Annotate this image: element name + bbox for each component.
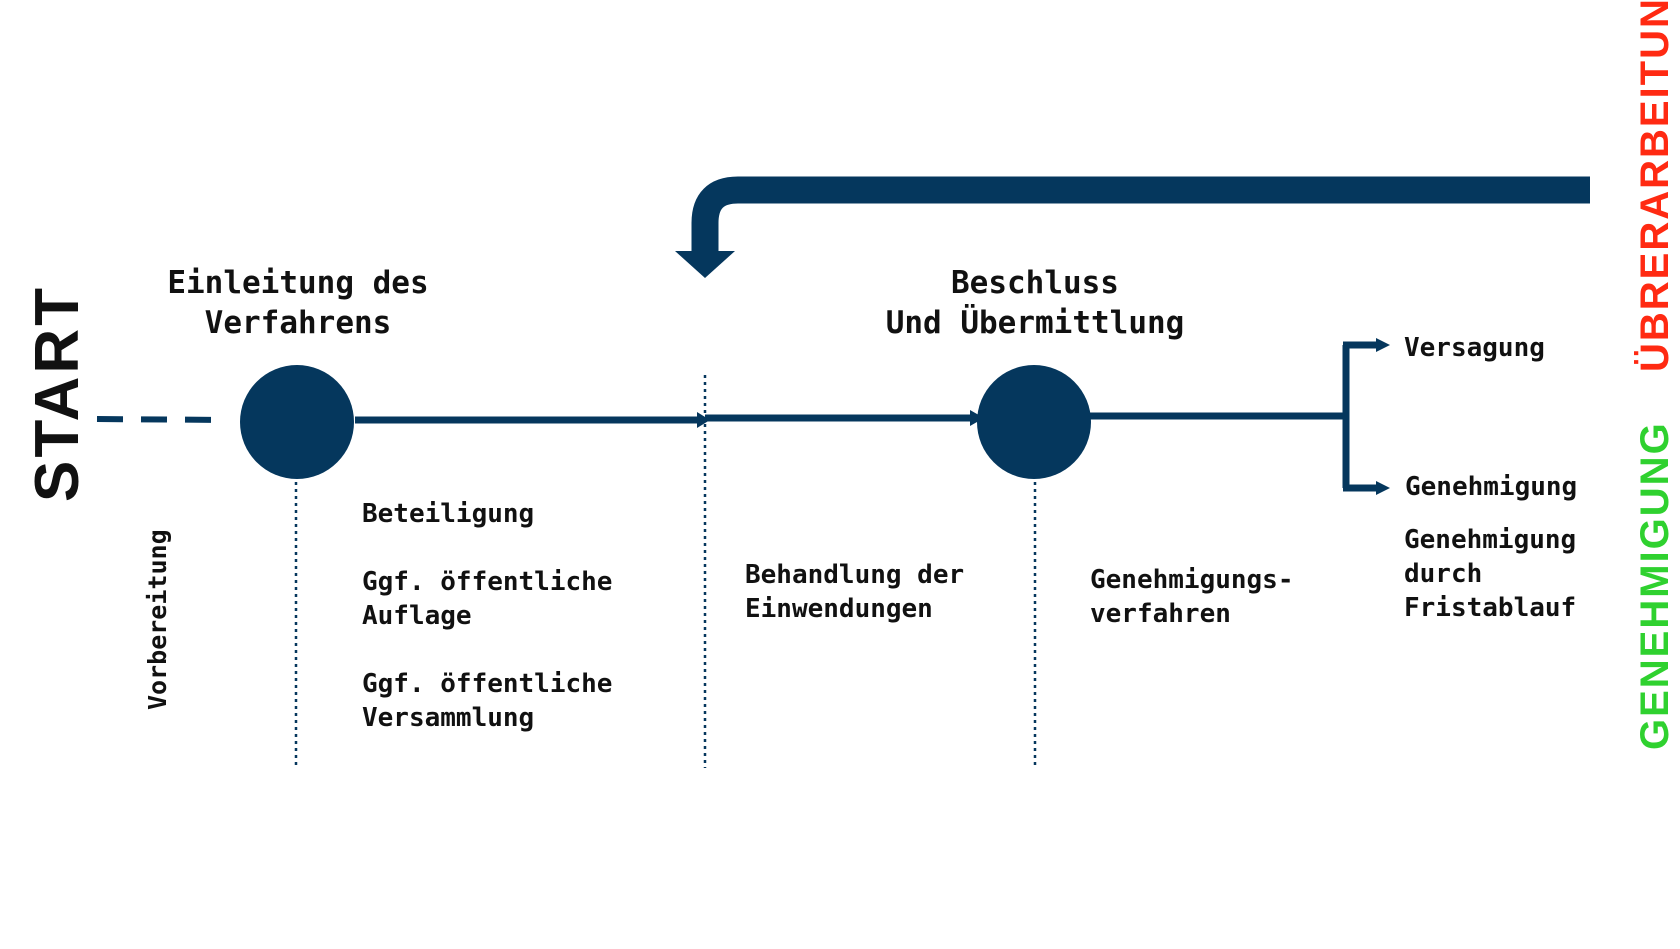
rework-feedback-arrow [691, 176, 1590, 255]
milestone-circle-1 [240, 365, 354, 479]
branch-arrowhead-rejection [1376, 338, 1390, 352]
outcome-branch [1342, 341, 1378, 492]
timeline-arrowhead-2 [970, 410, 984, 426]
phase3-text: Genehmigungs- verfahren [1090, 565, 1294, 629]
phase1-item-public-display: Ggf. öffentliche Auflage [362, 567, 613, 631]
timeline-arrowhead-1 [697, 412, 710, 428]
preparation-dashed-line [96, 416, 227, 423]
start-label: START [23, 284, 92, 502]
side-label-approval: GENEHMIGUNG [1633, 421, 1677, 750]
outcome-deadline-approval: Genehmigung durch Fristablauf [1404, 525, 1577, 623]
outcome-approval: Genehmigung [1405, 472, 1578, 502]
stage-title-initiation: Einleitung des Verfahrens [167, 265, 429, 341]
preparation-label: Vorbereitung [143, 529, 172, 710]
outcome-rejection: Versagung [1404, 333, 1545, 363]
phase2-text: Behandlung der Einwendungen [745, 560, 965, 624]
phase1-item-public-meeting: Ggf. öffentliche Versammlung [362, 669, 613, 733]
branch-arrowhead-approval [1376, 481, 1390, 495]
side-label-rework: ÜBRERARBEITUNG [1633, 0, 1677, 372]
rework-arrowhead [675, 251, 735, 278]
milestone-circle-2 [977, 365, 1091, 479]
stage-title-decision: Beschluss Und Übermittlung [885, 265, 1185, 341]
phase1-item-participation: Beteiligung [362, 499, 535, 529]
